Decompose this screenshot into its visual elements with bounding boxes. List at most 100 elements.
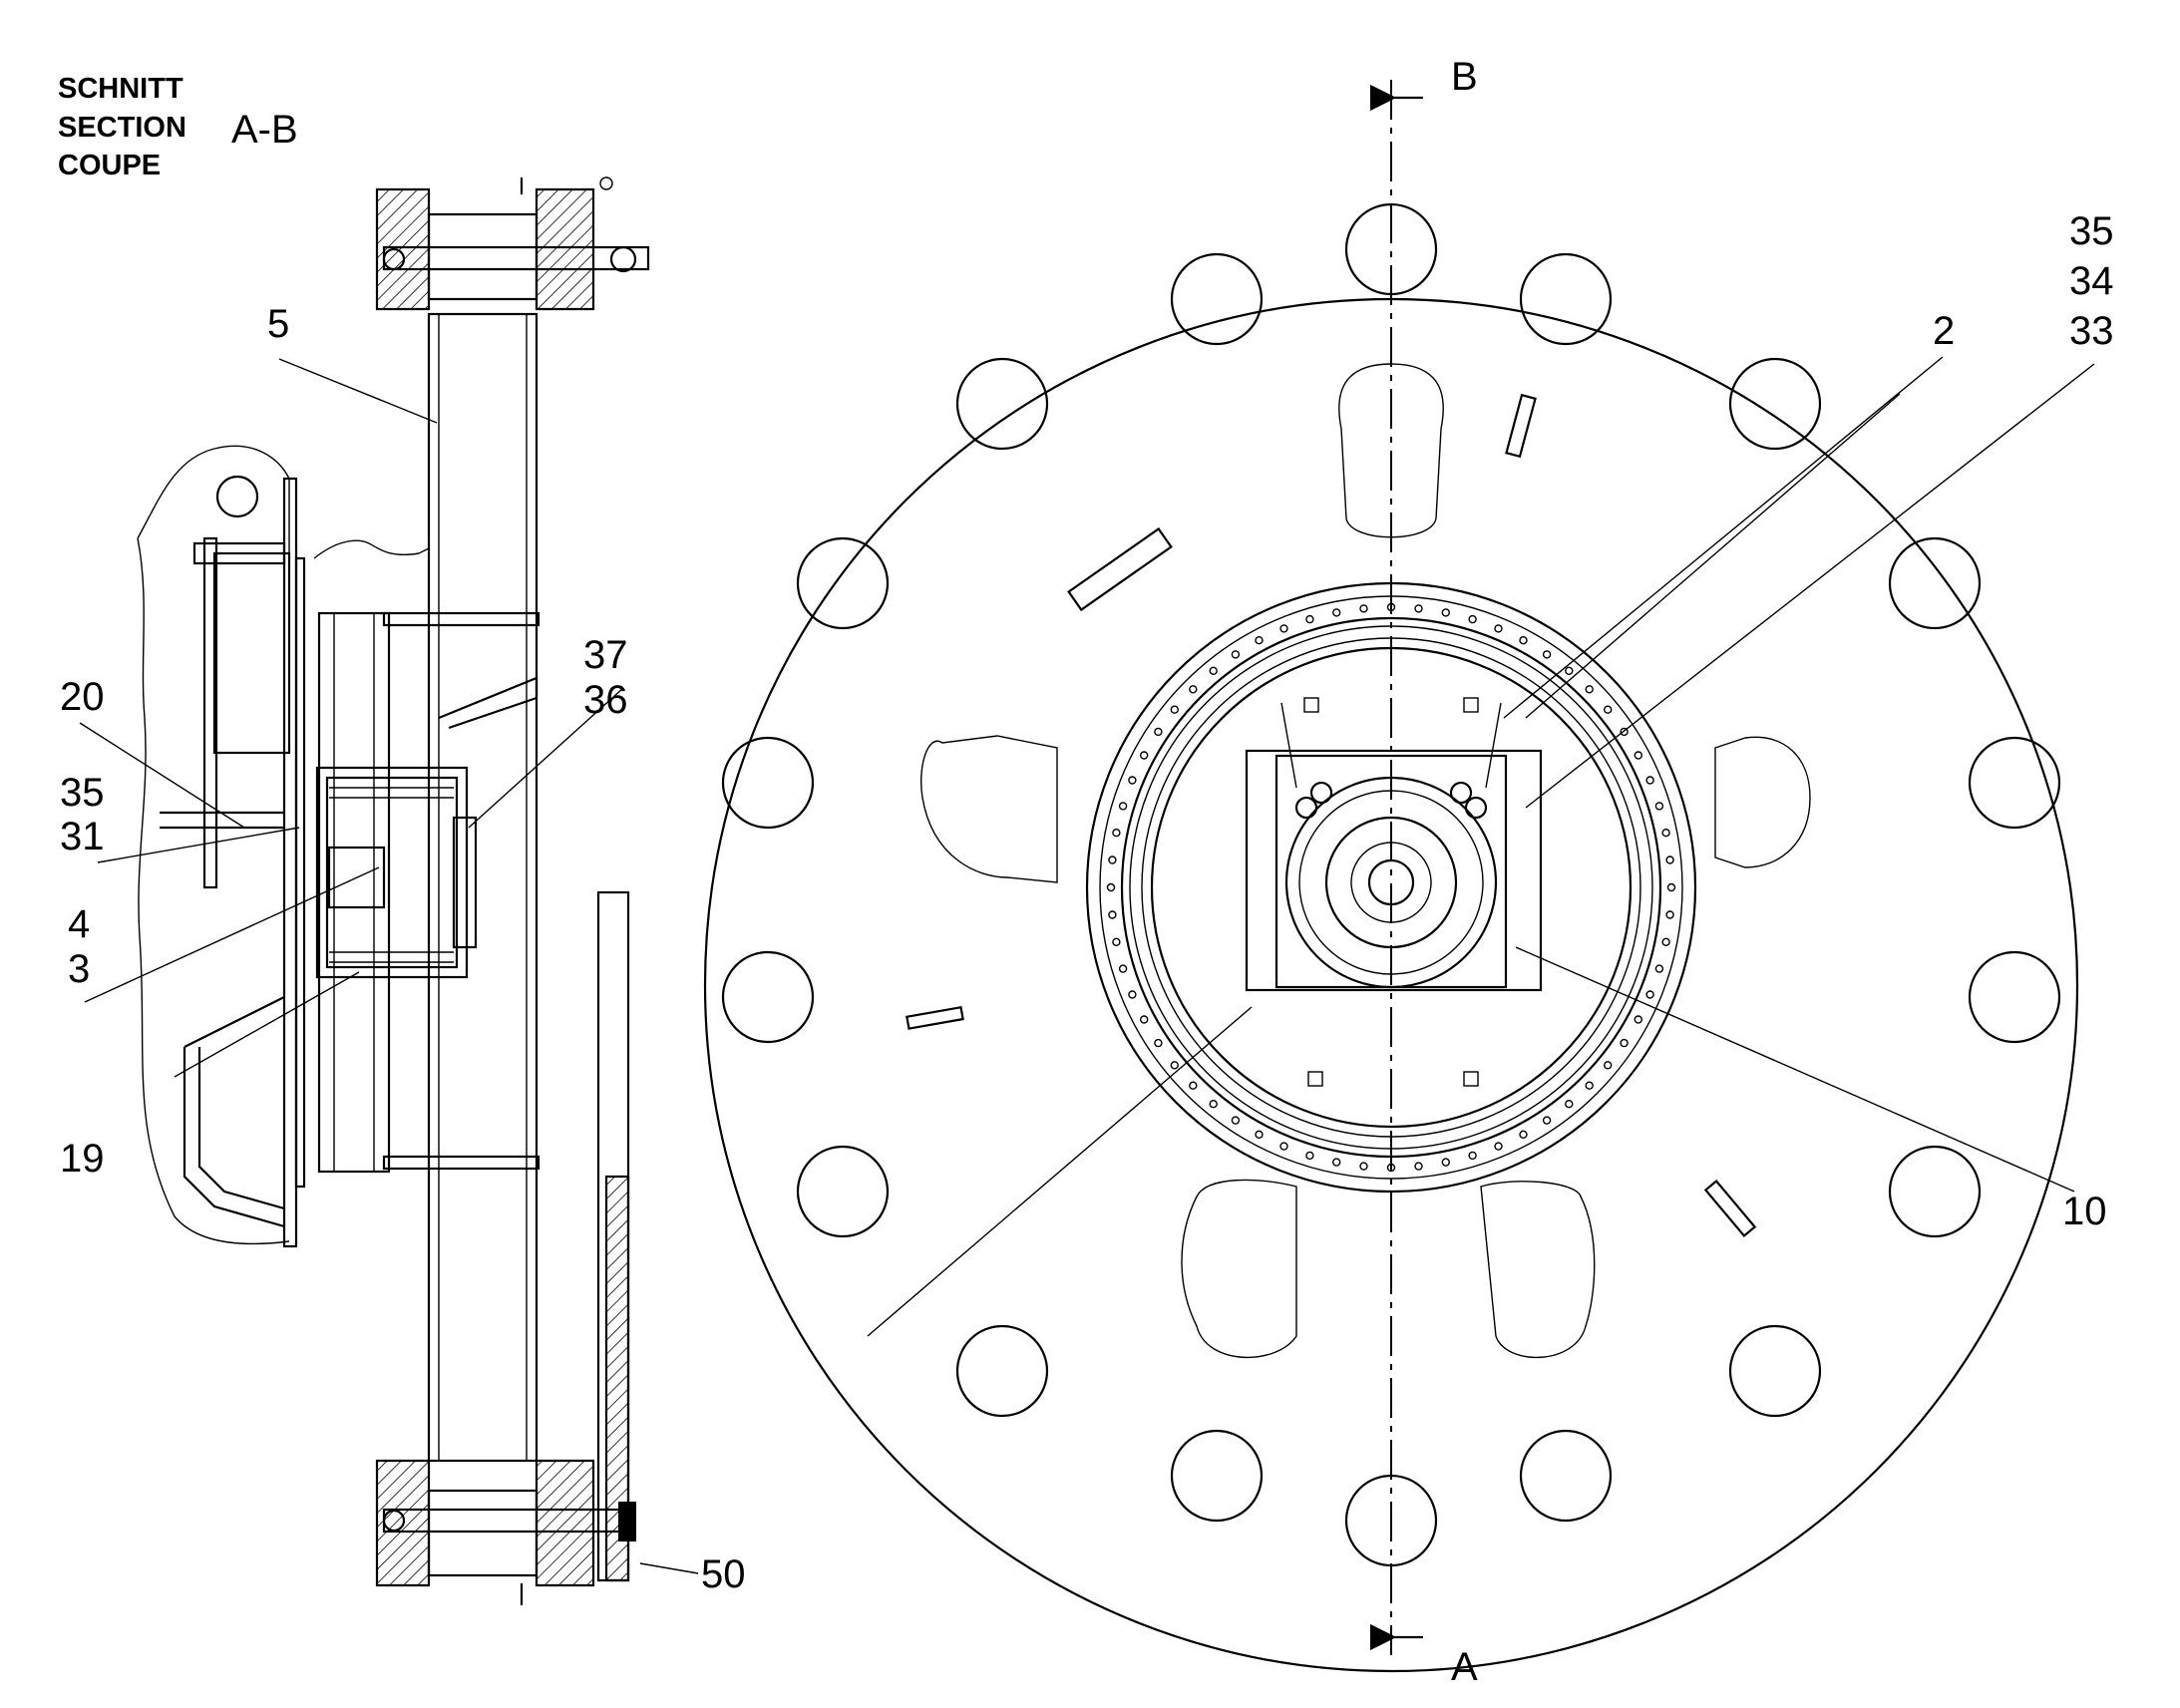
label-5: 5 — [267, 302, 289, 346]
label-31: 31 — [60, 815, 105, 858]
bolt-hole — [1620, 727, 1629, 737]
bolt-hole — [1359, 604, 1368, 613]
hollow-shaft — [427, 312, 539, 1463]
bolt-hole — [1603, 705, 1613, 714]
bolt-hole — [1209, 666, 1218, 675]
bolt-hole — [1665, 910, 1674, 919]
bolt-hole — [1108, 910, 1117, 919]
label-33: 33 — [2069, 309, 2114, 353]
bolt-hole — [1279, 624, 1288, 633]
pad-upper-left — [1067, 526, 1173, 612]
bolt-hole — [1279, 1142, 1288, 1151]
label-10: 10 — [2062, 1190, 2107, 1233]
upper-cross-plate — [382, 611, 541, 627]
bolt-hole — [1139, 751, 1149, 760]
bolt-hole — [1108, 855, 1117, 864]
section-marker-A: A — [1451, 1645, 1478, 1689]
lifting-eye — [215, 475, 259, 518]
bolt-hole — [1654, 964, 1664, 973]
bolt-hole — [1231, 650, 1241, 659]
bolt-hole — [1441, 608, 1451, 617]
section-title: SCHNITT SECTION COUPE A-B — [58, 73, 298, 181]
bolt-hole — [1255, 636, 1264, 645]
label-36: 36 — [583, 678, 628, 722]
bolt-hole — [1519, 636, 1528, 645]
bolt-hole — [1645, 990, 1654, 999]
bolt-hole — [1666, 882, 1676, 892]
bolt-hole — [1620, 1038, 1629, 1048]
label-4: 4 — [68, 902, 90, 946]
section-title-line-2: SECTION — [58, 112, 186, 144]
label-20: 20 — [60, 675, 105, 719]
section-marker-B: B — [1451, 55, 1478, 99]
bolt-hole — [1209, 1099, 1218, 1109]
pad-left — [906, 1005, 964, 1030]
left-post — [202, 536, 218, 889]
bolt-hole — [1468, 614, 1477, 624]
bolt-hole — [1154, 727, 1163, 737]
label-35-right: 35 — [2069, 209, 2114, 253]
bolt-hole — [1128, 776, 1137, 785]
right-column-hatched — [604, 1175, 630, 1582]
lower-ring — [375, 1459, 636, 1605]
bolt-hole — [1331, 608, 1341, 617]
label-37: 37 — [583, 633, 628, 677]
bolt-hole — [1112, 829, 1121, 838]
bolt-hole — [1170, 1061, 1180, 1070]
central-housing — [1245, 749, 1543, 992]
bolt-holes — [1106, 602, 1676, 1173]
bolt-hole — [1603, 1061, 1613, 1070]
inner-assembly — [315, 611, 478, 1174]
bearing-housing-upper — [212, 551, 291, 755]
pad-upper-right — [1505, 393, 1537, 459]
bolt-hole — [1565, 1099, 1574, 1109]
front-view: B A — [703, 55, 2079, 1689]
bolt-hole — [1542, 1116, 1552, 1125]
bolt-hole — [1665, 855, 1674, 864]
flange-inner — [294, 556, 306, 1189]
section-title-line-1: SCHNITT — [58, 73, 183, 105]
label-2: 2 — [1933, 309, 1955, 353]
bolt-hole — [1468, 1151, 1477, 1161]
label-19: 19 — [60, 1137, 105, 1181]
callout-labels: 5 37 36 20 35 31 4 3 19 50 35 34 33 2 10 — [60, 209, 2114, 1596]
label-3: 3 — [68, 947, 90, 991]
lower-cross-plate — [382, 1155, 541, 1171]
bolt-hole — [1359, 1162, 1368, 1171]
bolt-hole — [1441, 1158, 1451, 1167]
cover-plates — [920, 363, 1811, 1359]
bolt-hole — [1414, 1162, 1423, 1171]
bolt-hole — [1255, 1130, 1264, 1140]
bolt-hole — [1645, 776, 1654, 785]
bolt-hole — [1634, 1015, 1643, 1024]
bolt-hole — [1170, 705, 1180, 714]
bolt-hole — [1231, 1116, 1241, 1125]
bolt-hole — [1661, 937, 1670, 946]
bolt-hole — [1139, 1015, 1149, 1024]
bolt-hole — [1494, 1142, 1503, 1151]
bolt-hole — [1118, 964, 1128, 973]
bolt-hole — [1112, 937, 1121, 946]
bolt-hole — [1565, 666, 1574, 675]
bolt-hole — [1305, 614, 1314, 624]
bolt-hole — [1128, 990, 1137, 999]
bolt-hole — [1585, 1081, 1594, 1090]
pad-lower-right — [1703, 1179, 1757, 1238]
bolt-hole — [1654, 802, 1664, 811]
label-50: 50 — [701, 1552, 746, 1596]
bolt-hole — [1661, 829, 1670, 838]
leader-lines — [79, 356, 2095, 1574]
section-title-line-3: COUPE — [58, 150, 161, 181]
bolt-hole — [1118, 802, 1128, 811]
bolt-hole — [1634, 751, 1643, 760]
bolt-hole — [1154, 1038, 1163, 1048]
bolt-hole — [1519, 1130, 1528, 1140]
bolt-hole — [1305, 1151, 1314, 1161]
casting-outline — [137, 445, 290, 1245]
bolt-hole — [1414, 604, 1423, 613]
section-view — [137, 176, 650, 1605]
bolt-hole — [1542, 650, 1552, 659]
bolt-hole — [1189, 1081, 1198, 1090]
label-34: 34 — [2069, 259, 2114, 303]
bolt-hole — [1494, 624, 1503, 633]
